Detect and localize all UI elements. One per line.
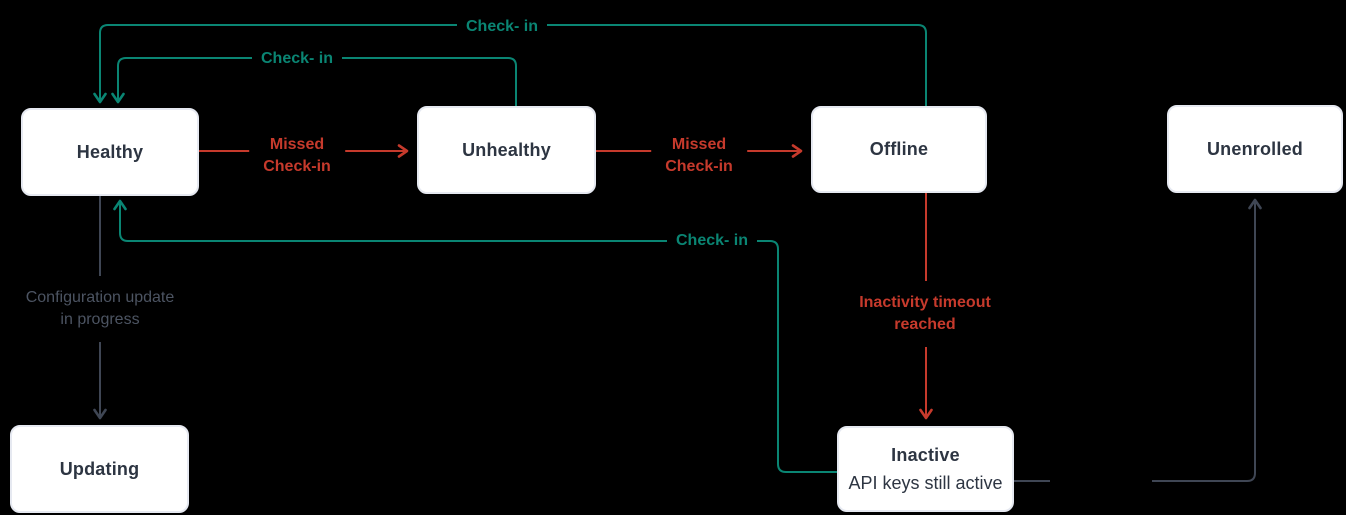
node-unhealthy: Unhealthy: [417, 106, 596, 194]
node-unenrolled: Unenrolled: [1167, 105, 1343, 193]
edge-label-offline-to-healthy: Check- in: [456, 14, 548, 40]
node-inactive-sublabel: API keys still active: [848, 472, 1003, 493]
node-healthy: Healthy: [21, 108, 199, 196]
node-offline: Offline: [811, 106, 987, 193]
node-unenrolled-label: Unenrolled: [1206, 138, 1303, 159]
edge-label-healthy-to-updating: Configuration update in progress: [15, 276, 185, 342]
edge-label-unhealthy-to-offline: Missed Check-in: [651, 123, 747, 189]
node-updating-label: Updating: [59, 458, 140, 479]
node-offline-label: Offline: [869, 139, 929, 159]
node-inactive-label: Inactive: [891, 444, 960, 465]
edge-label-healthy-to-unhealthy: Missed Check-in: [249, 123, 345, 189]
edge-label-unhealthy-to-healthy: Check- in: [251, 46, 343, 72]
edge-label-inactive-to-healthy: Check- in: [666, 228, 758, 254]
edge-label-offline-to-inactive: Inactivity timeout reached: [845, 281, 1005, 347]
edge-inactive-to-unenrolled: [1152, 198, 1262, 482]
node-healthy-label: Healthy: [76, 141, 144, 162]
node-inactive: Inactive API keys still active: [837, 426, 1014, 512]
node-updating: Updating: [10, 425, 189, 513]
node-unhealthy-label: Unhealthy: [462, 139, 551, 160]
edge-inactive-to-healthy: [113, 199, 837, 473]
